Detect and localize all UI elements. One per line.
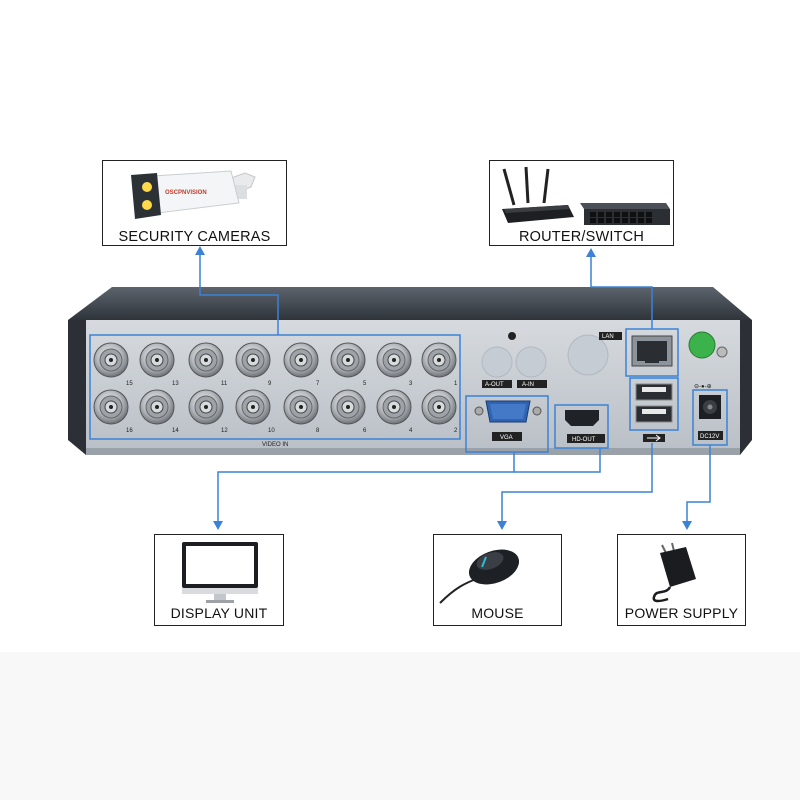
bnc-row-top [93, 342, 457, 378]
usb-port [635, 405, 673, 423]
port-number: 16 [126, 428, 133, 434]
lan-label: LAN [602, 334, 614, 340]
bnc-connector [139, 342, 175, 378]
connector-lines [195, 246, 711, 530]
port-numbers-bottom: 16 14 12 10 8 6 4 2 [126, 428, 458, 434]
mouse-box: MOUSE [433, 534, 562, 626]
mouse-label: MOUSE [471, 605, 524, 621]
bnc-connector [421, 342, 457, 378]
display-unit-label: DISPLAY UNIT [170, 605, 268, 621]
power-adapter-icon [652, 542, 696, 603]
camera-link-line [199, 252, 279, 335]
port-number: 4 [409, 428, 413, 434]
dc-power-port [699, 395, 721, 419]
hd-out-label: HD-OUT [572, 437, 596, 443]
bnc-row-bottom [93, 389, 457, 425]
router-icon [502, 166, 574, 223]
port-number: 9 [268, 381, 272, 387]
usb-port [635, 383, 673, 401]
bullet-camera-icon: OSCPNVISION [131, 170, 256, 219]
hdmi-outline [554, 404, 609, 449]
a-out-label: A-OUT [485, 382, 504, 388]
usb-symbol-icon [643, 434, 665, 442]
bnc-connector [283, 342, 319, 378]
video-in-label: VIDEO IN [262, 442, 288, 448]
arrow-up-icon [195, 246, 205, 255]
power-supply-label: POWER SUPPLY [624, 605, 739, 621]
port-number: 12 [221, 428, 228, 434]
router-switch-label: ROUTER/SWITCH [518, 229, 645, 245]
port-number: 11 [221, 381, 228, 387]
display-unit-box: DISPLAY UNIT [154, 534, 284, 626]
audio-out-port [481, 346, 513, 378]
port-number: 13 [172, 381, 179, 387]
dvr-rear-panel [86, 320, 740, 455]
bnc-connector [93, 389, 129, 425]
vga-port [474, 400, 542, 423]
security-cameras-box: OSCPNVISION SECURITY CAMERAS [102, 160, 287, 246]
bnc-connector [376, 389, 412, 425]
dc12v-label: DC12V [700, 434, 719, 440]
mouse-icon [439, 549, 520, 604]
polarity-label: ⊖-●-⊕ [694, 384, 712, 390]
bnc-connector [188, 342, 224, 378]
power-link-line [686, 445, 711, 522]
footer-band [0, 652, 800, 800]
hdmi-port [565, 410, 599, 426]
bnc-connector [139, 389, 175, 425]
screw-hole [508, 332, 516, 340]
bnc-connector [93, 342, 129, 378]
usb-outline [629, 377, 679, 431]
port-number: 15 [126, 381, 133, 387]
bnc-connector [235, 342, 271, 378]
router-link-line [590, 254, 653, 329]
arrow-down-icon [213, 521, 223, 530]
monitor-icon [182, 542, 258, 603]
bnc-connector [235, 389, 271, 425]
a-in-label: A-IN [522, 382, 534, 388]
mouse-link-line [501, 443, 653, 522]
vga-outline [465, 395, 549, 453]
bnc-connector [283, 389, 319, 425]
camera-brand-text: OSCPNVISION [165, 190, 207, 196]
power-supply-box: POWER SUPPLY [617, 534, 746, 626]
blank-port [567, 334, 609, 376]
security-cameras-label: SECURITY CAMERAS [118, 229, 271, 245]
dvr-top-cover [68, 287, 752, 320]
port-number: 14 [172, 428, 179, 434]
port-number: 2 [454, 428, 458, 434]
port-number: 1 [454, 381, 458, 387]
vga-label: VGA [500, 435, 513, 441]
port-number: 6 [363, 428, 367, 434]
bnc-connector [330, 389, 366, 425]
port-number: 3 [409, 381, 413, 387]
port-number: 7 [316, 381, 320, 387]
bnc-connector [421, 389, 457, 425]
dvr-right-side [740, 320, 752, 455]
lan-port [631, 335, 673, 367]
port-number: 5 [363, 381, 367, 387]
audio-in-port [515, 346, 547, 378]
router-switch-box: ROUTER/SWITCH [489, 160, 674, 246]
port-numbers-top: 15 13 11 9 7 5 3 1 [126, 381, 458, 387]
ground-terminal [688, 331, 716, 359]
bnc-connector [376, 342, 412, 378]
bnc-connector [330, 342, 366, 378]
video-in-outline [89, 334, 461, 440]
arrow-down-icon [497, 521, 507, 530]
bnc-connector [188, 389, 224, 425]
port-number: 10 [268, 428, 275, 434]
dvr-left-side [68, 320, 86, 455]
port-number: 8 [316, 428, 320, 434]
network-switch-icon [580, 203, 670, 225]
arrow-up-icon [586, 248, 596, 257]
arrow-down-icon [682, 521, 692, 530]
display-link-line [217, 452, 515, 522]
